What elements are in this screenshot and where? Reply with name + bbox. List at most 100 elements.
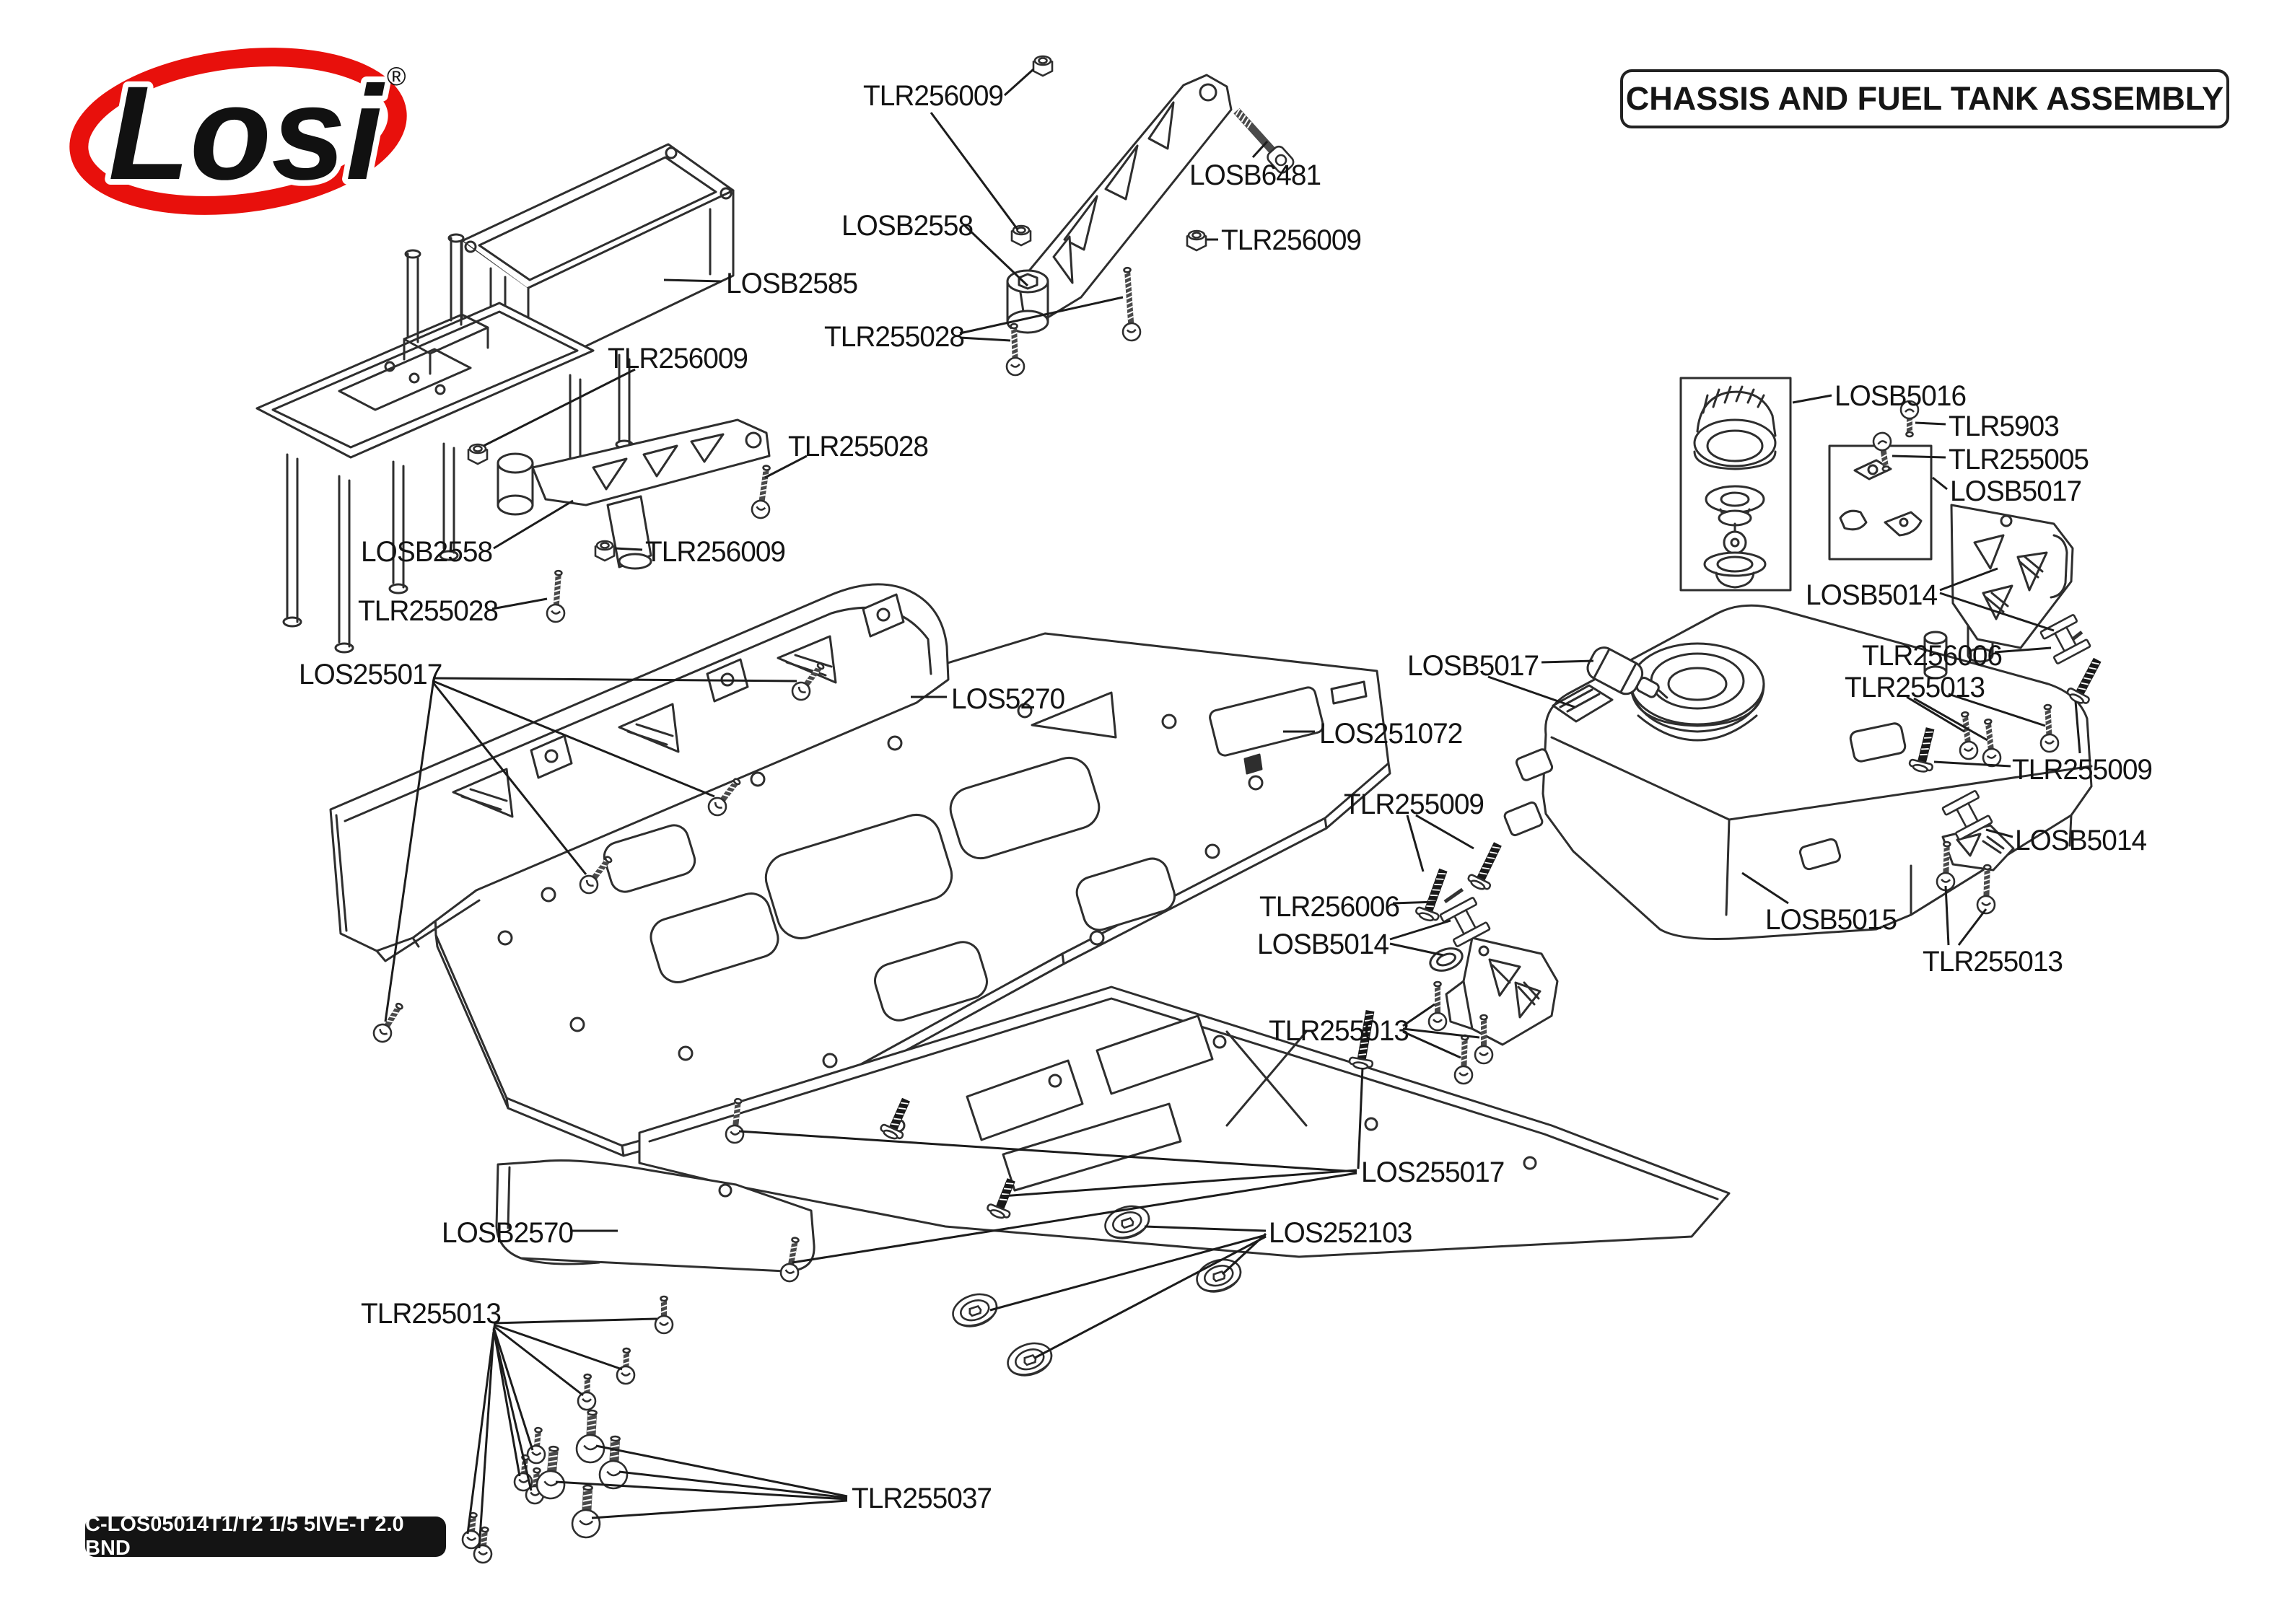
part-label-losb5017-a: LOSB5017 [1950,475,2082,507]
clamp-fastener [2039,614,2091,664]
side-panel-right-part [638,986,1731,1258]
screw-fastener [707,778,741,817]
screw-fastener [1899,400,1920,438]
part-label-tlr255013-c: TLR255013 [1269,1015,1409,1047]
part-label-tlr256006-a: TLR256006 [1862,640,2003,672]
screw-fastener [654,1295,674,1335]
screw-fastener [779,1237,800,1283]
screw-fastener [1453,1034,1474,1085]
part-label-losb6481: LOSB6481 [1189,159,1321,191]
screw-fastener [546,569,566,623]
dark-fastener [2066,657,2102,704]
screw-fastener [2039,703,2060,753]
part-label-losb2585: LOSB2585 [726,268,858,299]
part-label-tlr255013-a: TLR255013 [1845,672,1985,703]
fastener-layer [372,55,2102,1564]
screw-fastener [372,1002,403,1043]
screw-fastener [579,856,613,895]
pin-fastener [1443,887,1464,904]
radio-tray-part [255,143,735,654]
nut-fastener [1186,229,1207,252]
pad-fastener [952,1293,998,1327]
leader-lines [384,68,2081,1549]
losi-logo: Losi ® [69,48,407,215]
part-label-losb5014-c: LOSB5014 [1257,929,1389,960]
part-label-losb5017-b: LOSB5017 [1407,650,1539,682]
screw-fastener [1005,322,1026,377]
screw-fastener [461,1511,481,1550]
dark-fastener [1467,842,1502,890]
fuel-cap-box-part [1679,377,1792,592]
part-label-tlr256006-b: TLR256006 [1259,891,1400,923]
screwbig-fastener [571,1484,601,1539]
part-label-tlr255028-b: TLR255028 [788,431,929,462]
part-label-los5270: LOS5270 [951,683,1065,715]
registered-mark: ® [387,61,406,91]
screw-fastener [577,1373,597,1411]
screw-fastener [1976,864,1996,915]
part-label-tlr255028-a: TLR255028 [824,321,965,353]
part-label-losb5014-a: LOSB5014 [1806,579,1938,611]
screwbig-fastener [535,1445,566,1500]
part-label-tlr5903: TLR5903 [1949,411,2060,442]
dark-fastener [880,1097,911,1140]
screw-fastener [791,662,825,701]
part-label-losb5015: LOSB5015 [1765,904,1897,936]
clamp-fastener [1439,897,1491,947]
screwbig-fastener [575,1409,605,1464]
losi-logo-text: Losi [108,59,385,208]
screw-fastener [1872,431,1892,472]
part-label-losb5014-b: LOSB5014 [2015,825,2147,856]
part-label-tlr255037: TLR255037 [852,1483,992,1514]
screw-fastener [1982,718,2002,768]
screw-fastener [473,1526,493,1564]
nut-fastener [1032,55,1054,77]
screw-fastener [1474,1014,1494,1065]
part-label-los255017-a: LOS255017 [299,659,442,690]
part-label-tlr255013-d: TLR255013 [361,1298,502,1330]
screw-fastener [1427,980,1448,1032]
fuel-filter-part [1552,646,1669,723]
screw-fastener [725,1097,745,1144]
part-label-los255017-b: LOS255017 [1361,1156,1505,1188]
screw-fastener [526,1426,546,1465]
screw-fastener [751,465,771,519]
part-label-losb5016: LOSB5016 [1834,380,1967,412]
kit-id-badge: C-LOS05014T1/T2 1/5 5IVE-T 2.0 BND [85,1513,446,1560]
part-label-tlr255009-c2: TLR255009 [1344,789,1484,820]
part-label-tlr255009-b: TLR255009 [2012,754,2153,786]
part-label-tlr255005: TLR255005 [1949,444,2089,475]
part-label-tlr256009-b: TLR256009 [1221,224,1362,256]
part-label-tlr255013-b: TLR255013 [1923,946,2063,978]
dark-fastener [1908,727,1935,773]
screw-fastener [616,1347,636,1385]
nut-fastener [594,540,616,562]
tank-fittings-box-part [1828,444,1933,561]
part-label-tlr256009-a: TLR256009 [863,80,1004,112]
nut-fastener [1010,224,1032,247]
part-label-los252103: LOS252103 [1269,1217,1412,1249]
clamp-fastener [1941,790,1993,840]
screw-fastener [1121,266,1142,342]
tank-bracket-right-part [1950,504,2074,649]
screwbig-fastener [598,1435,629,1490]
nut-fastener [467,443,489,465]
dark-fastener [987,1178,1015,1219]
part-label-losb2558-b: LOSB2558 [361,536,493,568]
part-label-losb2570: LOSB2570 [442,1217,574,1249]
part-label-tlr256009-c: TLR256009 [608,343,748,374]
part-label-tlr255028-c: TLR255028 [358,595,499,627]
pad-fastener [1104,1205,1150,1239]
fuel-tank-part [1503,604,2093,940]
chassis-brace-top-part [1006,74,1233,334]
pad-fastener [1007,1342,1053,1377]
part-label-losb2558-a: LOSB2558 [841,210,974,242]
dark-fastener [1348,1010,1375,1070]
skid-plate-part [495,1159,815,1273]
tank-bracket-left-part [1429,936,1559,1046]
page-title: CHASSIS AND FUEL TANK ASSEMBLY [1620,69,2229,128]
part-label-los251072: LOS251072 [1319,718,1463,750]
bolt-fastener [1233,107,1295,174]
